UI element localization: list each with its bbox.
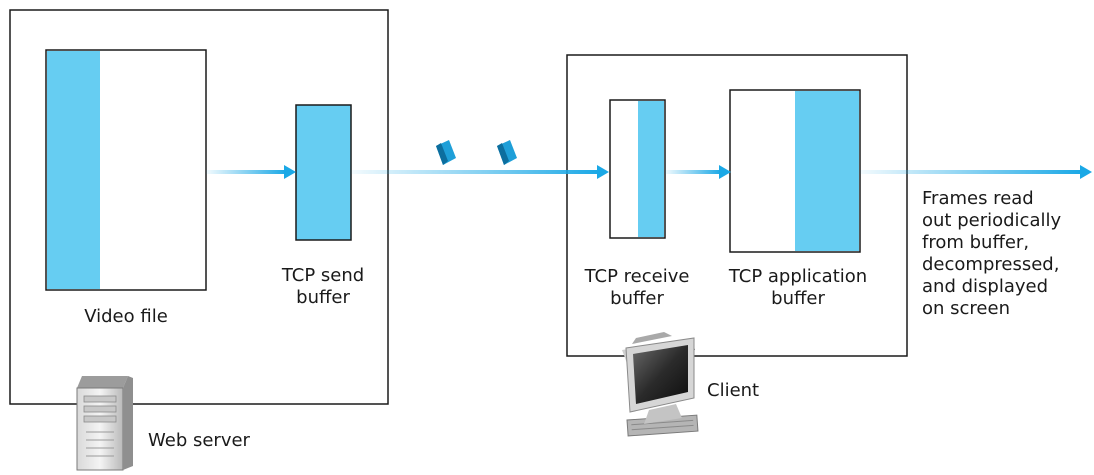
tcp-application-buffer	[729, 89, 861, 253]
tcp-application-buffer-label-line2: buffer	[771, 288, 825, 309]
packet-icon	[497, 140, 517, 165]
frames-description-line: out periodically	[922, 210, 1062, 231]
tcp-send-buffer	[295, 104, 352, 241]
video-file	[45, 49, 207, 291]
tcp-receive-buffer	[609, 99, 666, 239]
frames-description-line: Frames read	[922, 188, 1034, 209]
tcp-send-buffer-label-line2: buffer	[296, 287, 350, 308]
video-file-label: Video file	[84, 306, 168, 327]
arrow-file-to-send	[206, 165, 296, 179]
packet-icon	[436, 140, 456, 165]
web-server-label: Web server	[148, 430, 250, 451]
tcp-receive-buffer-label-line2: buffer	[610, 288, 664, 309]
client-computer-icon	[622, 332, 699, 437]
tcp-send-buffer-label-line1: TCP send	[281, 265, 365, 286]
tcp-application-buffer-label-line1: TCP application	[728, 266, 868, 287]
frames-description-line: and displayed	[922, 276, 1048, 297]
client-label: Client	[707, 380, 760, 401]
tcp-receive-buffer-label-line1: TCP receive	[584, 266, 690, 287]
frames-description-line: from buffer,	[922, 232, 1030, 253]
arrow-app-to-display	[860, 165, 1092, 179]
arrow-receive-to-app	[665, 165, 731, 179]
arrow-send-to-receive	[351, 165, 609, 179]
web-server-icon	[76, 376, 133, 471]
frames-description-line: decompressed,	[922, 254, 1060, 275]
frames-description-line: on screen	[922, 298, 1010, 319]
